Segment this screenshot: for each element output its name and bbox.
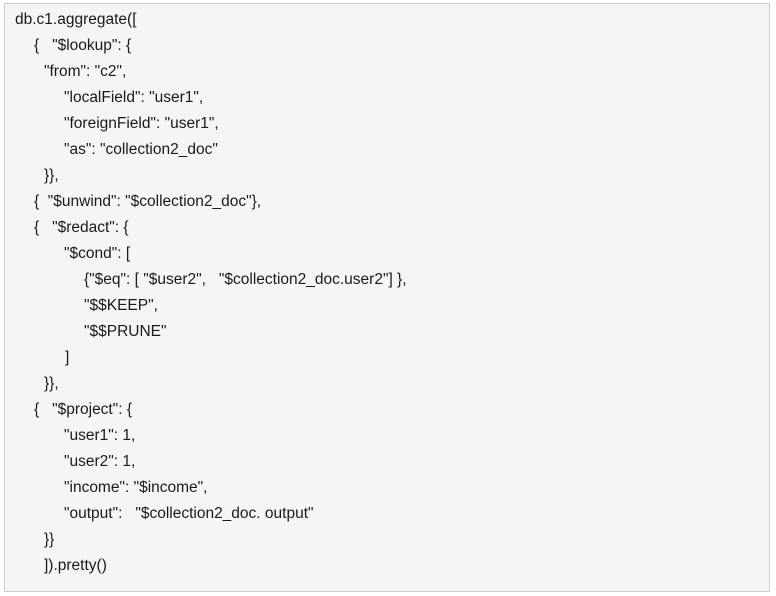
code-line: "output": "$collection2_doc. output" — [64, 505, 314, 522]
code-line: "user1": 1, — [64, 427, 136, 444]
code-line: "income": "$income", — [64, 479, 208, 496]
code-line: "$$KEEP", — [84, 297, 158, 314]
code-line: { "$project": { — [34, 401, 133, 418]
code-line: "user2": 1, — [64, 453, 136, 470]
code-line: {"$eq": [ "$user2", "$collection2_doc.us… — [84, 271, 407, 288]
code-line: { "$unwind": "$collection2_doc"}, — [34, 193, 262, 210]
code-line: "$$PRUNE" — [84, 323, 167, 340]
code-line: "foreignField": "user1", — [64, 115, 219, 132]
code-line: }} — [44, 531, 55, 548]
code-line: }}, — [44, 167, 59, 184]
code-line: "$cond": [ — [64, 245, 131, 262]
code-line: }}, — [44, 375, 59, 392]
code-line: db.c1.aggregate([ — [15, 11, 137, 28]
code-line: ] — [65, 349, 70, 366]
code-line: "localField": "user1", — [64, 89, 204, 106]
code-line: { "$redact": { — [34, 219, 129, 236]
code-line: ]).pretty() — [44, 557, 107, 574]
code-line: "from": "c2", — [44, 63, 127, 80]
code-line: "as": "collection2_doc" — [64, 141, 218, 158]
code-line: { "$lookup": { — [34, 37, 132, 54]
code-block: db.c1.aggregate([ { "$lookup": { "from":… — [4, 3, 770, 592]
